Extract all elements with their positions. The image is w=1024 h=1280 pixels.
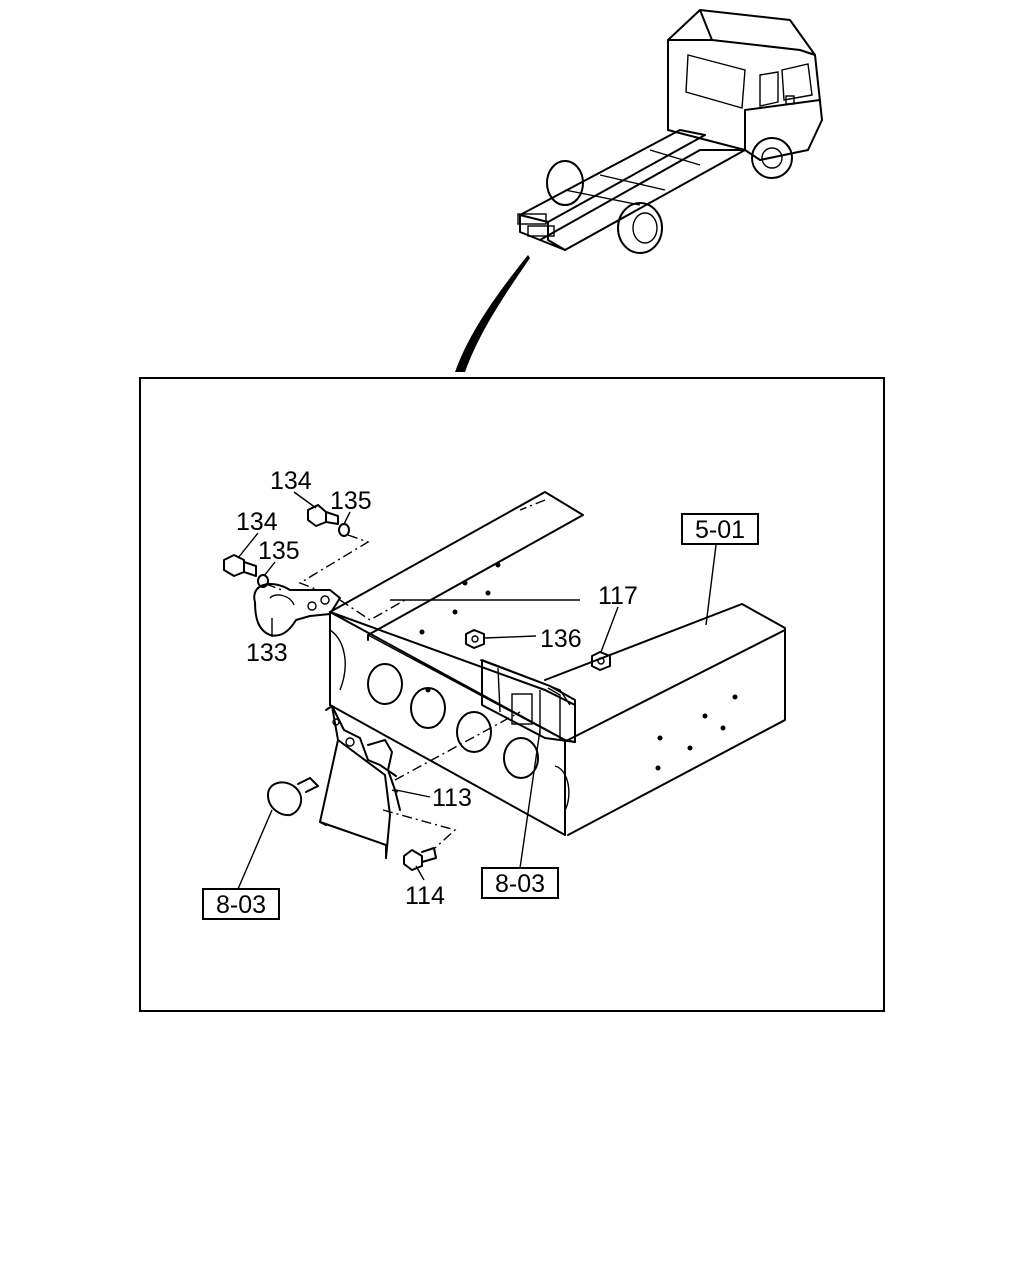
callout-135-upper: 135 <box>330 487 372 515</box>
reference-label-8-03-right: 8-03 <box>495 870 545 898</box>
bracket-icon <box>319 705 401 859</box>
washer-icon-upper-135 <box>338 523 350 537</box>
detail-leader <box>455 255 530 372</box>
reference-label-8-03-left: 8-03 <box>216 891 266 919</box>
bolt-icon-114 <box>403 847 437 871</box>
callout-113: 113 <box>432 784 472 812</box>
lamp-icon-side <box>267 777 319 817</box>
callout-134-lower: 134 <box>236 508 278 536</box>
nut-icon-136 <box>465 629 485 649</box>
truck-chassis-overview-icon <box>517 9 823 254</box>
callout-117: 117 <box>598 582 638 610</box>
callout-133: 133 <box>246 639 288 667</box>
bolt-icon-upper-134 <box>307 504 339 527</box>
callout-136: 136 <box>540 625 582 653</box>
reference-box-8-03-right[interactable]: 8-03 <box>481 867 559 899</box>
callout-135-lower: 135 <box>258 537 300 565</box>
callout-114: 114 <box>405 882 445 910</box>
nut-icon-117 <box>591 651 611 671</box>
leader-lines <box>237 491 717 890</box>
reference-label-5-01: 5-01 <box>695 516 745 544</box>
tow-hook-icon <box>253 583 341 637</box>
callout-134-upper: 134 <box>270 467 312 495</box>
reference-box-8-03-left[interactable]: 8-03 <box>202 888 280 920</box>
detail-frame <box>139 377 885 1012</box>
reference-box-5-01[interactable]: 5-01 <box>681 513 759 545</box>
frame-rail-icon <box>329 491 786 836</box>
lamp-icon <box>481 659 576 743</box>
bolt-icon-lower-134 <box>223 554 257 577</box>
washer-icon-lower-135 <box>257 574 269 588</box>
